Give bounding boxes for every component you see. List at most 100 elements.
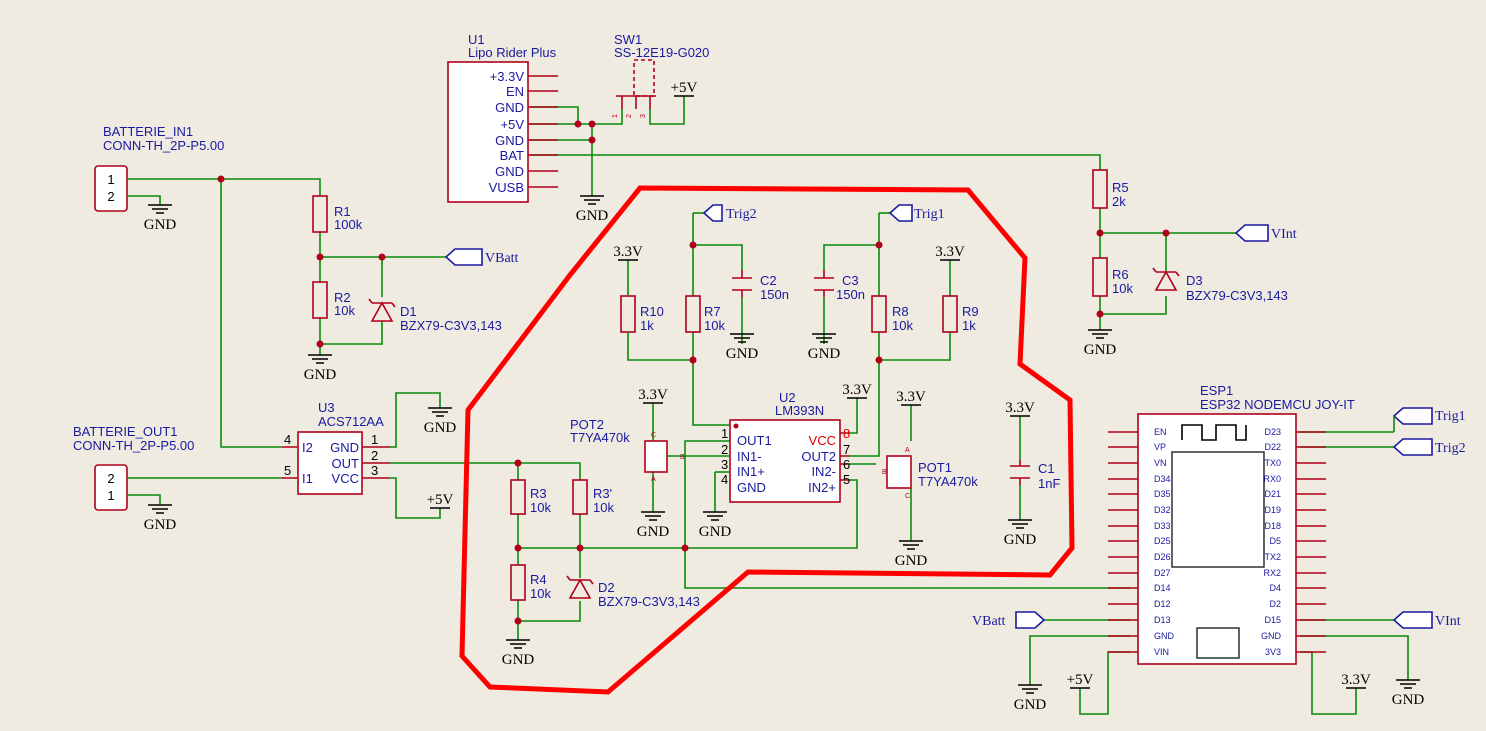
- svg-text:VBatt: VBatt: [485, 251, 519, 266]
- zener-d1[interactable]: D1 BZX79-C3V3,143: [368, 298, 502, 333]
- esp-pin-left: D13: [1154, 615, 1171, 625]
- svg-text:GND: GND: [737, 480, 766, 495]
- svg-text:C1: C1: [1038, 461, 1055, 476]
- esp32-module[interactable]: ESP1 ESP32 NODEMCU JOY-IT EN VP VN D34 D…: [1108, 383, 1355, 665]
- power-symbol: 3.3V: [896, 389, 926, 406]
- svg-text:1k: 1k: [640, 318, 654, 333]
- svg-text:BZX79-C3V3,143: BZX79-C3V3,143: [598, 594, 700, 609]
- svg-text:POT1: POT1: [918, 460, 952, 475]
- u2-lm393[interactable]: U2 LM393N OUT1 IN1- IN1+ GND VCC OUT2 IN…: [721, 390, 850, 503]
- svg-text:150n: 150n: [836, 287, 865, 302]
- svg-text:BZX79-C3V3,143: BZX79-C3V3,143: [400, 318, 502, 333]
- ground-label: GND: [144, 517, 177, 533]
- zener-d2[interactable]: D2 BZX79-C3V3,143: [566, 575, 700, 609]
- svg-text:IN2-: IN2-: [811, 464, 836, 479]
- svg-text:D3: D3: [1186, 273, 1203, 288]
- net-label-vbatt-esp[interactable]: VBatt: [972, 611, 1046, 629]
- esp-pin-left: EN: [1154, 427, 1167, 437]
- net-label-vint-right[interactable]: VInt: [1234, 224, 1297, 242]
- power-symbol: 3.3V: [638, 387, 668, 404]
- esp-pin-left: D12: [1154, 599, 1171, 609]
- power-label: 3.3V: [613, 244, 643, 260]
- net-label-trig2-top[interactable]: Trig2: [702, 204, 757, 222]
- esp-pin-left: VIN: [1154, 647, 1169, 657]
- power-symbol: 3.3V: [842, 382, 872, 399]
- svg-text:POT2: POT2: [570, 417, 604, 432]
- svg-text:Trig2: Trig2: [726, 207, 757, 222]
- resistor-r9[interactable]: R9 1k: [942, 295, 979, 333]
- ground-symbol: GND: [808, 333, 841, 362]
- resistor-r1[interactable]: R1 100k: [312, 195, 363, 233]
- bat-out-value: CONN-TH_2P-P5.00: [73, 438, 194, 453]
- resistor-r6[interactable]: R6 10k: [1092, 257, 1133, 297]
- capacitor-c2[interactable]: C2 150n: [732, 270, 789, 302]
- batterie-in-connector[interactable]: BATTERIE_IN1 CONN-TH_2P-P5.00 1 2: [94, 124, 224, 212]
- net-label-trig1-esp[interactable]: Trig1: [1392, 407, 1466, 425]
- zener-d3[interactable]: D3 BZX79-C3V3,143: [1152, 267, 1288, 303]
- ground-label: GND: [304, 367, 337, 383]
- resistor-r2[interactable]: R2 10k: [312, 281, 355, 319]
- net-label-trig1-top[interactable]: Trig1: [888, 204, 945, 222]
- net-label-vbatt-right[interactable]: VBatt: [444, 248, 519, 266]
- power-symbol: 3.3V: [935, 244, 965, 261]
- u1-pin-label: +3.3V: [490, 69, 525, 84]
- highlight-outline: [459, 185, 1075, 695]
- sw1-switch[interactable]: SW1 SS-12E19-G020 1 2 3: [612, 32, 709, 118]
- svg-text:A: A: [651, 476, 656, 483]
- svg-text:U2: U2: [779, 390, 796, 405]
- u1-pin-label: BAT: [500, 148, 524, 163]
- esp-pin-right: TX2: [1264, 552, 1281, 562]
- svg-text:R1: R1: [334, 204, 351, 219]
- resistor-r10[interactable]: R10 1k: [620, 295, 664, 333]
- ground-label: GND: [808, 346, 841, 362]
- potentiometer-pot1[interactable]: POT1 T7YA470k A B C: [882, 447, 978, 500]
- capacitor-c1[interactable]: C1 1nF: [1010, 460, 1060, 491]
- potentiometer-pot2[interactable]: POT2 T7YA470k C B A: [570, 417, 685, 483]
- power-symbol: 3.3V: [1005, 400, 1035, 417]
- svg-text:R8: R8: [892, 304, 909, 319]
- resistor-r7[interactable]: R7 10k: [685, 295, 725, 333]
- svg-text:10k: 10k: [593, 500, 614, 515]
- svg-text:ESP1: ESP1: [1200, 383, 1233, 398]
- svg-text:R9: R9: [962, 304, 979, 319]
- resistor-r5[interactable]: R5 2k: [1092, 169, 1129, 209]
- sw1-actuator: [633, 59, 655, 97]
- resistor-r3-prime[interactable]: R3' 10k: [572, 479, 614, 515]
- esp-pin-left: D33: [1154, 521, 1171, 531]
- ground-symbol: GND: [144, 504, 177, 533]
- ground-symbol: GND: [1392, 679, 1424, 708]
- u1-pin-label: EN: [506, 84, 524, 99]
- power-label: +5V: [427, 492, 454, 508]
- power-symbol: 3.3V: [1341, 672, 1371, 689]
- u1-lipo-rider[interactable]: U1 Lipo Rider Plus +3.3V EN GND +5V GND …: [447, 32, 558, 203]
- esp-pin-left: GND: [1154, 631, 1175, 641]
- esp-pin-left: D32: [1154, 505, 1171, 515]
- resistor-r4[interactable]: R4 10k: [510, 564, 551, 601]
- ground-symbol: GND: [895, 540, 927, 569]
- svg-text:150n: 150n: [760, 287, 789, 302]
- ground-symbol: GND: [726, 333, 758, 362]
- power-label: 3.3V: [935, 244, 965, 260]
- svg-text:ESP32 NODEMCU JOY-IT: ESP32 NODEMCU JOY-IT: [1200, 397, 1355, 412]
- batterie-out-connector[interactable]: BATTERIE_OUT1 CONN-TH_2P-P5.00 2 1: [73, 424, 194, 511]
- esp-pin-left: D34: [1154, 474, 1171, 484]
- svg-text:10k: 10k: [1112, 281, 1133, 296]
- u3-acs712[interactable]: U3 ACS712AA I2 I1 GND OUT VCC 4 5 1 2 3: [282, 400, 390, 495]
- esp-pin-left: D14: [1154, 583, 1171, 593]
- svg-text:T7YA470k: T7YA470k: [570, 430, 630, 445]
- svg-text:6: 6: [843, 457, 850, 472]
- resistor-r3[interactable]: R3 10k: [510, 479, 551, 515]
- svg-text:GND: GND: [330, 440, 359, 455]
- net-label-vint-esp[interactable]: VInt: [1392, 611, 1461, 629]
- svg-text:D2: D2: [598, 580, 615, 595]
- capacitor-c3[interactable]: C3 150n: [814, 270, 865, 302]
- ground-label: GND: [1084, 342, 1117, 358]
- svg-text:10k: 10k: [530, 586, 551, 601]
- svg-text:LM393N: LM393N: [775, 403, 824, 418]
- resistor-r8[interactable]: R8 10k: [871, 295, 913, 333]
- u1-ref: U1: [468, 32, 485, 47]
- net-label-trig2-esp[interactable]: Trig2: [1392, 438, 1466, 456]
- esp-pin-left: D25: [1154, 536, 1171, 546]
- power-label: +5V: [671, 80, 698, 96]
- esp-pin-left: VP: [1154, 442, 1166, 452]
